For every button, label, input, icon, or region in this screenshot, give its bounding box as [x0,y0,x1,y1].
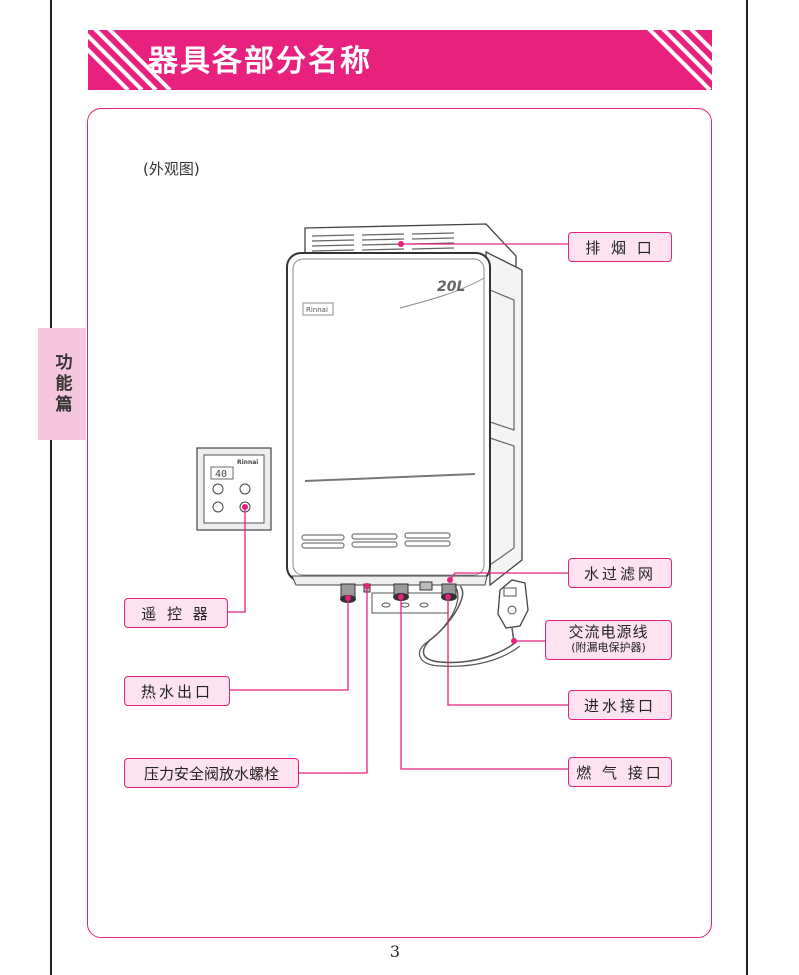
label-power-cord-main: 交流电源线 [568,623,649,641]
bottom-vents [301,532,451,549]
label-power-cord-sub: (附漏电保护器) [571,641,646,654]
remote-brand: Rinnai [237,459,258,466]
heater-brand: Rinnai [306,306,328,314]
heater-logo [302,302,334,316]
label-water-filter: 水过滤网 [568,558,672,588]
page-title: 器具各部分名称 [148,44,372,79]
label-water-inlet: 进水接口 [568,690,672,720]
page-number: 3 [389,942,401,961]
remote-panel-drawing: Rinnai 40 [196,447,272,531]
heater-side-panel [485,250,523,587]
label-hot-water-outlet: 热水出口 [124,676,230,706]
label-gas-inlet: 燃 气 接口 [568,757,672,787]
page-border [50,0,748,975]
diagram-subtitle: (外观图) [143,160,200,178]
leader-lines [228,243,568,774]
leader-dots [242,241,517,644]
heater-front-panel [286,252,491,582]
diagram-frame [87,108,712,938]
label-power-cord: 交流电源线 (附漏电保护器) [545,620,672,660]
remote-display: 40 [215,469,227,480]
capacity-badge: 20L [437,279,465,295]
header-stripes [88,30,712,90]
label-pressure-valve: 压力安全阀放水螺栓 [124,758,299,788]
label-remote: 遥 控 器 [124,598,228,628]
side-tab: 功能篇 [38,328,86,440]
label-exhaust: 排 烟 口 [568,232,672,262]
leakage-protector [497,579,529,629]
section-header: 器具各部分名称 [88,30,712,90]
side-tab-label: 功能篇 [51,352,72,416]
